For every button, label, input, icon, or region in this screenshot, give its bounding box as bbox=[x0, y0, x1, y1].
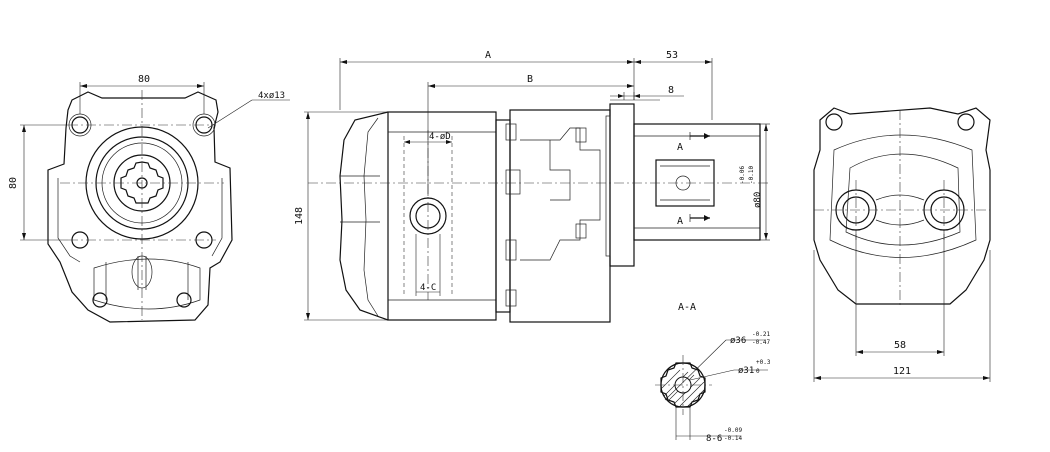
front-bolt-hole-label: 4xø13 bbox=[258, 91, 285, 101]
section-outer-tol-lower: -0.47 bbox=[752, 339, 770, 346]
front-dim-height: 80 bbox=[8, 177, 19, 189]
section-outer-tol-upper: -0.21 bbox=[752, 331, 770, 338]
section-inner-tol-upper: +0.3 bbox=[756, 359, 771, 366]
thread-label: 4-C bbox=[420, 283, 436, 293]
front-dim-width: 80 bbox=[138, 74, 150, 85]
section-inner-tol-lower: 0 bbox=[756, 368, 760, 375]
shaft-tol-upper: -0.06 bbox=[739, 166, 746, 184]
section-outer-dia: ø36 bbox=[730, 336, 746, 346]
section-title: A-A bbox=[678, 302, 696, 313]
section-inner-dia: ø31 bbox=[738, 366, 754, 376]
rear-view: 58 121 bbox=[813, 107, 991, 382]
port-diameter-label: 4-øD bbox=[429, 132, 451, 142]
side-dim-8: 8 bbox=[668, 85, 674, 96]
section-mark-top: A bbox=[677, 142, 683, 153]
section-markers: A A bbox=[677, 132, 710, 227]
section-spline-tol-upper: -0.09 bbox=[724, 427, 742, 434]
side-view: A A A 53 B 8 148 bbox=[294, 50, 770, 323]
side-dim-53: 53 bbox=[666, 50, 678, 61]
front-view: 80 80 4xø13 bbox=[8, 74, 290, 323]
side-dim-B: B bbox=[527, 74, 533, 85]
rear-dim-port-spacing: 58 bbox=[894, 340, 906, 351]
section-mark-bottom: A bbox=[677, 216, 683, 227]
shaft-tol-lower: -0.10 bbox=[748, 166, 755, 184]
section-view: A-A ø36 -0.21 -0.47 ø31 +0.3 0 8-6 -0.09… bbox=[655, 302, 771, 444]
section-spline: 8-6 bbox=[706, 434, 722, 444]
side-dim-height: 148 bbox=[294, 207, 305, 225]
rear-dim-width: 121 bbox=[893, 366, 911, 377]
side-dim-A: A bbox=[485, 50, 491, 61]
shaft-dia-label: ø80 bbox=[753, 192, 763, 208]
section-spline-tol-lower: -0.14 bbox=[724, 435, 742, 442]
